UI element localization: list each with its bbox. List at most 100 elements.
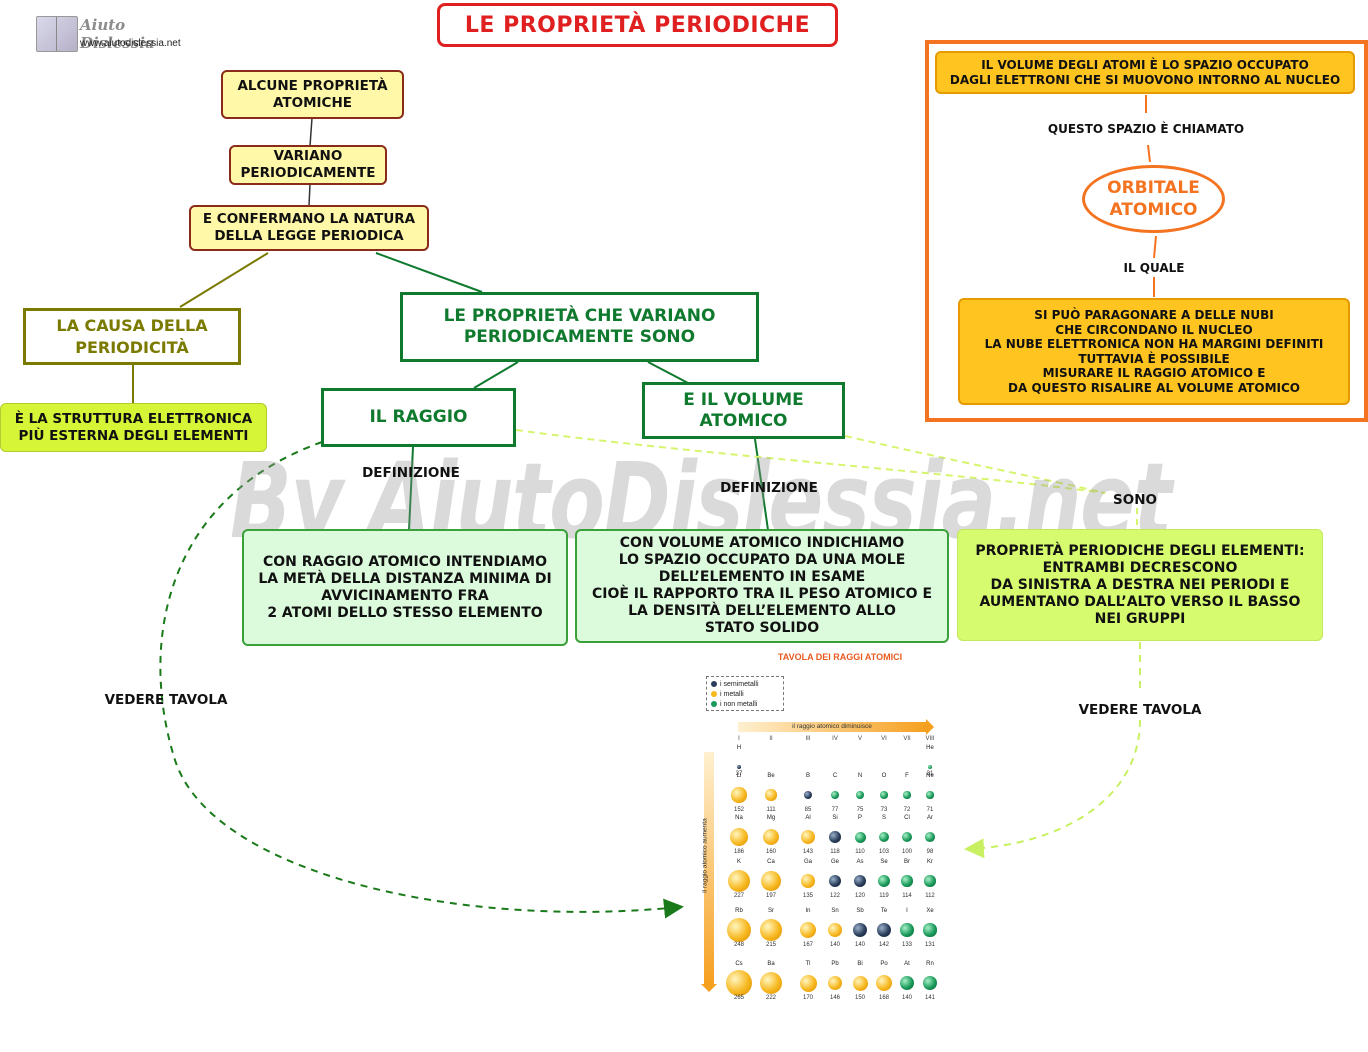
atomic-radius-value: 75 bbox=[856, 807, 864, 813]
node-struttura-elettronica: È LA STRUTTURA ELETTRONICA PIÙ ESTERNA D… bbox=[0, 403, 267, 452]
element-symbol: Cs bbox=[735, 961, 743, 967]
element-symbol: B bbox=[805, 773, 810, 779]
atomic-radius-value: 160 bbox=[765, 849, 776, 855]
element-symbol: P bbox=[857, 815, 862, 821]
group-label: I bbox=[738, 736, 740, 742]
atomic-radius-value: 77 bbox=[831, 807, 839, 813]
atomic-radius-value: 119 bbox=[879, 893, 889, 899]
atom-At bbox=[900, 976, 914, 990]
node-volume-atomico: E IL VOLUME ATOMICO bbox=[642, 382, 845, 439]
atom-Rb bbox=[726, 917, 752, 943]
legend-item-non-metalli: i non metalli bbox=[711, 700, 783, 710]
node-definizione-raggio: CON RAGGIO ATOMICO INTENDIAMO LA METÀ DE… bbox=[242, 529, 568, 646]
atomic-radius-value: 186 bbox=[733, 849, 744, 855]
atomic-radius-value: 73 bbox=[880, 807, 888, 813]
atomic-radius-value: 71 bbox=[926, 807, 934, 813]
atomic-radius-value: 140 bbox=[854, 942, 865, 948]
element-symbol: Na bbox=[735, 815, 743, 821]
atomic-radius-value: 146 bbox=[829, 995, 840, 1001]
atom-Be bbox=[765, 789, 777, 801]
element-symbol: Kr bbox=[927, 859, 933, 865]
element-symbol: S bbox=[881, 815, 886, 821]
atomic-radius-value: 140 bbox=[901, 995, 912, 1001]
element-symbol: Li bbox=[736, 773, 742, 779]
atom-Te bbox=[876, 922, 892, 938]
arrow-raggio-aumenta: il raggio atomico aumenta bbox=[701, 752, 717, 992]
element-symbol: Sb bbox=[856, 908, 864, 914]
atom-Pb bbox=[827, 975, 843, 991]
element-symbol: Tl bbox=[805, 961, 811, 967]
element-symbol: Cl bbox=[904, 815, 910, 821]
element-symbol: He bbox=[926, 745, 934, 751]
table-title: TAVOLA DEI RAGGI ATOMICI bbox=[777, 652, 903, 662]
atom-Sr bbox=[760, 919, 782, 941]
atomic-radius-value: 111 bbox=[766, 807, 776, 813]
element-symbol: Be bbox=[767, 773, 775, 779]
nonmetal-dot-icon bbox=[711, 701, 717, 708]
atom-H bbox=[737, 765, 741, 769]
element-symbol: Ge bbox=[830, 859, 839, 865]
atom-P bbox=[854, 831, 866, 843]
label-sono: SONO bbox=[1113, 492, 1157, 508]
label-definizione-volume: DEFINIZIONE bbox=[720, 480, 818, 496]
arrow-raggio-diminuisce: il raggio atomico diminuisce bbox=[738, 719, 934, 735]
element-symbol: Sn bbox=[831, 908, 839, 914]
element-symbol: Br bbox=[904, 859, 910, 865]
element-symbol: Ga bbox=[803, 859, 812, 865]
atomic-radius-value: 152 bbox=[733, 807, 744, 813]
atom-In bbox=[799, 921, 817, 939]
atom-Bi bbox=[852, 975, 868, 991]
atom-Sn bbox=[828, 923, 842, 937]
atomic-radius-value: 167 bbox=[802, 942, 813, 948]
atom-S bbox=[878, 831, 890, 843]
atom-Ga bbox=[801, 874, 815, 888]
legend-item-semimetalli: i semimetalli bbox=[711, 680, 783, 690]
element-symbol: Mg bbox=[766, 815, 776, 821]
atom-O bbox=[880, 791, 888, 799]
atom-B bbox=[803, 790, 813, 800]
atom-Rn bbox=[922, 975, 938, 991]
atomic-radius-value: 118 bbox=[830, 849, 840, 855]
atom-Se bbox=[878, 875, 890, 887]
atom-Li bbox=[731, 787, 747, 803]
node-conferma-legge: E CONFERMANO LA NATURA DELLA LEGGE PERIO… bbox=[189, 205, 429, 251]
label-spazio-chiamato: QUESTO SPAZIO È CHIAMATO bbox=[1047, 122, 1245, 136]
book-logo-icon bbox=[36, 16, 78, 52]
atomic-radius-value: 135 bbox=[802, 893, 813, 899]
element-symbol: Sr bbox=[768, 908, 774, 914]
element-symbol: I bbox=[906, 908, 908, 914]
atomic-radius-value: 120 bbox=[854, 893, 865, 899]
panel-volume-atomi: IL VOLUME DEGLI ATOMI È LO SPAZIO OCCUPA… bbox=[935, 51, 1355, 94]
atomic-radius-value: 37 bbox=[735, 771, 743, 777]
atomic-radius-value: 110 bbox=[855, 849, 865, 855]
element-symbol: O bbox=[881, 773, 887, 779]
atomic-radius-value: 114 bbox=[902, 893, 912, 899]
element-symbol: N bbox=[857, 773, 863, 779]
atom-Sb bbox=[853, 923, 867, 937]
page-title: LE PROPRIETÀ PERIODICHE bbox=[437, 3, 838, 47]
atom-He bbox=[928, 765, 932, 769]
element-symbol: F bbox=[905, 773, 909, 779]
group-label: VII bbox=[903, 736, 911, 742]
element-symbol: Rb bbox=[735, 908, 743, 914]
atomic-radius-value: 143 bbox=[802, 849, 813, 855]
atom-Po bbox=[875, 974, 893, 992]
atomic-radius-value: 103 bbox=[878, 849, 889, 855]
node-variano-periodicamente: VARIANO PERIODICAMENTE bbox=[229, 145, 387, 185]
node-proprieta-variano: LE PROPRIETÀ CHE VARIANO PERIODICAMENTE … bbox=[400, 292, 759, 362]
element-symbol: Te bbox=[880, 908, 888, 914]
atomic-radius-value: 31 bbox=[926, 771, 934, 777]
atom-Ne bbox=[926, 791, 934, 799]
atomic-radius-value: 227 bbox=[733, 893, 744, 899]
element-symbol: K bbox=[736, 859, 741, 865]
atomic-radius-value: 133 bbox=[901, 942, 912, 948]
node-alcune-proprieta: ALCUNE PROPRIETÀ ATOMICHE bbox=[221, 70, 404, 119]
label-definizione-raggio: DEFINIZIONE bbox=[362, 465, 460, 481]
atom-F bbox=[903, 791, 911, 799]
atomic-radius-value: 265 bbox=[733, 995, 744, 1001]
atom-Ge bbox=[828, 874, 842, 888]
legend-item-metalli: i metalli bbox=[711, 690, 783, 700]
atom-K bbox=[727, 869, 751, 893]
atom-Tl bbox=[799, 974, 817, 992]
